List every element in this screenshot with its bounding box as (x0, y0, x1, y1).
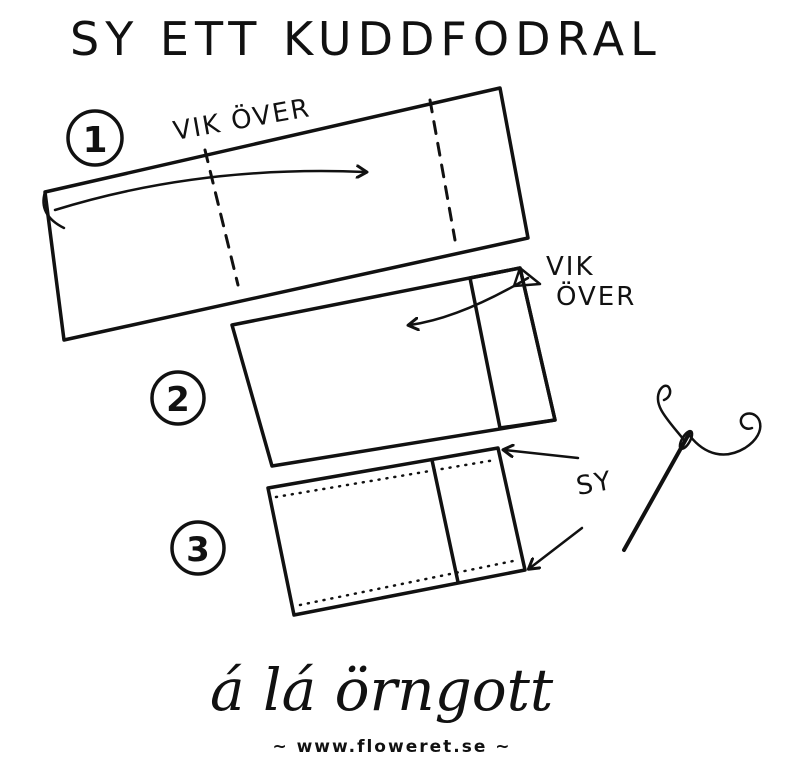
step-3-sew-arrow-bottom (530, 526, 584, 568)
step-2-fold-label-line1: VIK (546, 252, 595, 282)
step-1: 1 VIK ÖVER (42, 86, 530, 342)
step-2-fold-arrow (410, 276, 530, 325)
step-3-stitch-line-top (274, 458, 497, 499)
step-2-corner-flap (512, 266, 542, 288)
step-1-number-badge: 1 (66, 109, 124, 167)
website-credit: ~ www.floweret.se ~ (272, 737, 511, 757)
needle-icon (622, 384, 762, 552)
step-3-overlap-edge (430, 458, 460, 584)
step-1-fold-line-left (203, 148, 240, 287)
page-title: SY ETT KUDDFODRAL (70, 12, 662, 66)
step-2-number: 2 (166, 380, 190, 420)
step-3-number: 3 (186, 530, 210, 570)
step-1-fabric-strip (43, 86, 530, 342)
step-3-stitch-line-bottom (298, 558, 520, 607)
step-3-fabric-piece (266, 446, 527, 617)
signature: á lá örngott (210, 656, 554, 724)
step-1-corner-flap (42, 190, 66, 230)
step-2-hatched-flap (468, 266, 557, 430)
step-3-sew-label: SY (574, 466, 615, 502)
step-2-number-badge: 2 (150, 370, 206, 426)
step-1-fold-label: VIK ÖVER (171, 91, 314, 147)
step-2-fold-label-line2: ÖVER (556, 280, 636, 312)
step-1-fold-arrow (53, 171, 365, 212)
thread-icon (656, 384, 762, 456)
step-3-number-badge: 3 (170, 520, 226, 576)
step-1-number: 1 (82, 120, 107, 161)
step-2: 2 VIK ÖVER (150, 252, 636, 468)
step-3: 3 SY (170, 384, 762, 617)
step-1-fold-line-right (428, 98, 457, 242)
step-3-sew-arrow-top (505, 450, 580, 460)
step-2-fabric-piece (230, 266, 557, 468)
